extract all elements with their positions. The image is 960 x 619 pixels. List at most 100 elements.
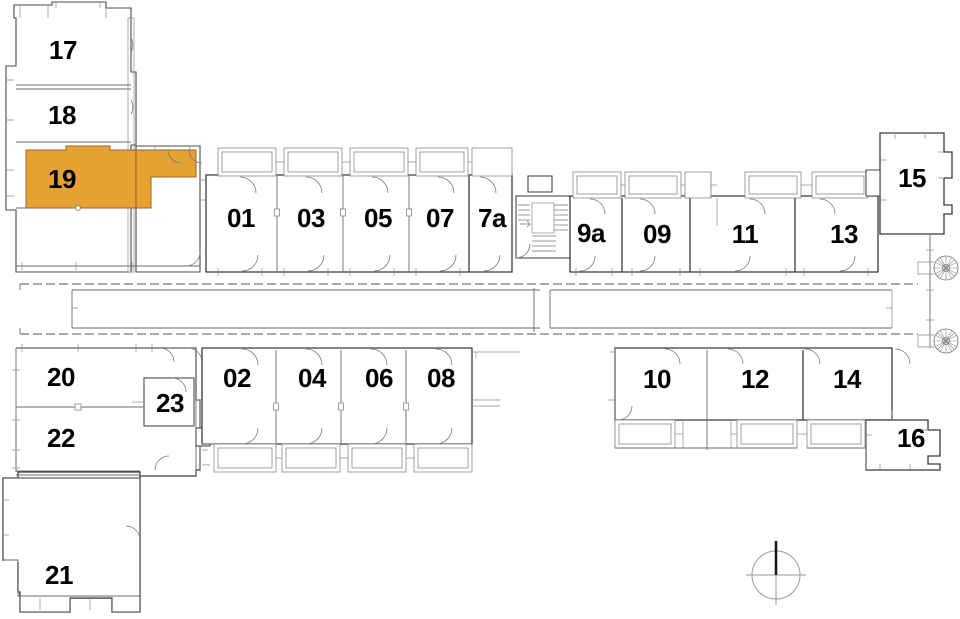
door-swing-19-bottom: [185, 251, 201, 267]
door-swing-01-top: [239, 176, 257, 194]
bay-02-inner: [217, 447, 273, 469]
door-swing-lowerleft-mid: [154, 455, 170, 471]
bay-13-inner: [815, 175, 865, 195]
room-label-22: 22: [47, 423, 75, 453]
upper-right-bottom-nodes: [575, 268, 869, 276]
wall-node-02-04: [273, 402, 279, 411]
upper-left-right-wall-detail: [127, 17, 135, 273]
room-16-wall-details: [866, 429, 928, 470]
room-label-21: 21: [45, 560, 73, 590]
door-swing-21: [125, 525, 141, 541]
bay-10-inner: [618, 423, 672, 445]
room-label-15: 15: [898, 163, 926, 193]
wall-between-17-18: [16, 84, 131, 90]
bay-05-inner: [353, 151, 405, 173]
stair-steps-bottom: [532, 235, 556, 252]
door-swing-10-top: [664, 348, 681, 365]
bay-mid: [684, 171, 712, 199]
upper-center-outer-wall: [205, 174, 513, 273]
upper-left-bottom-nodes: [21, 262, 133, 270]
central-stairwell: [515, 175, 571, 259]
bay-01-inner: [221, 151, 273, 173]
door-swing-11-bottom: [734, 255, 751, 272]
room-label-14: 14: [833, 364, 862, 394]
bay-03-inner: [287, 151, 339, 173]
room-16-outline: [865, 419, 941, 471]
bay-7a: [471, 147, 513, 177]
wing-upper-right: [569, 171, 879, 276]
door-swing-11-top: [749, 198, 766, 215]
bay-11-inner: [748, 175, 798, 195]
upper-right-bays: [572, 171, 878, 199]
room-label-23: 23: [156, 388, 184, 418]
wall-node-01-03: [274, 208, 280, 217]
room-label-7a: 7a: [478, 203, 507, 233]
upper-left-stub-detail: [154, 146, 206, 201]
room-16-link: [865, 410, 893, 470]
lower-center-left-edge: [202, 443, 214, 466]
wing-room-16: [865, 410, 941, 471]
wall-node-04-06: [338, 402, 344, 411]
room-label-04: 04: [298, 363, 327, 393]
north-compass: [746, 541, 806, 605]
door-swing-13-bottom: [839, 255, 856, 272]
room-19-highlight-overlay: [135, 149, 197, 209]
stair-steps-left: [518, 204, 530, 221]
wall-node-20-22: [74, 403, 82, 411]
room-21-fill: [5, 480, 138, 595]
bay-9a-inner: [576, 175, 618, 195]
bay-09-inner: [628, 175, 678, 195]
door-swing-18: [130, 99, 134, 115]
stair-landing-top: [527, 175, 553, 193]
lower-center-bays: [213, 443, 473, 473]
stair-arrow: [520, 220, 531, 228]
room-label-05: 05: [364, 203, 392, 233]
door-swing-12-top: [727, 348, 744, 365]
wall-node-03-05: [340, 208, 346, 217]
room-label-02: 02: [223, 363, 251, 393]
door-swing-05-top: [371, 176, 389, 194]
stair-outer: [515, 195, 571, 259]
spiral-lower-access: [917, 334, 934, 348]
bay-04-inner: [285, 447, 337, 469]
spiral-stair-lower: [917, 328, 959, 354]
door-swing-7a-bottom: [483, 254, 501, 272]
door-swing-16-top: [894, 348, 911, 365]
corridor-left: [19, 283, 540, 335]
room-21-left-notch: [3, 499, 9, 536]
door-swing-20-top: [159, 347, 175, 363]
corridor-left-walls: [71, 289, 540, 329]
room-label-10: 10: [643, 364, 671, 394]
lower-left-left-nodes: [12, 369, 20, 469]
door-swing-05-bottom: [373, 254, 391, 272]
upper-left-left-notch: [6, 79, 14, 197]
bay-08-inner: [417, 447, 469, 469]
wing-upper-left: [5, 1, 206, 273]
door-swing-01-bottom: [241, 254, 259, 272]
door-swing-9a-bottom: [579, 255, 596, 272]
room-label-11: 11: [732, 219, 759, 249]
wing-lower-center: [201, 347, 520, 473]
room-label-06: 06: [365, 363, 393, 393]
wing-lower-left: [2, 344, 211, 613]
wall-node-06-08: [403, 402, 409, 411]
room-label-9a: 9a: [577, 218, 606, 248]
room-15-wall-details: [880, 133, 944, 201]
wing-room-15: [865, 132, 953, 235]
room-label-17: 17: [49, 35, 77, 65]
door-swing-13-top: [819, 198, 836, 215]
room-label-07: 07: [426, 203, 454, 233]
room-label-20: 20: [47, 362, 75, 392]
room-label-12: 12: [741, 364, 769, 394]
door-swing-02-top: [241, 348, 259, 366]
corridor-right-tick: [886, 290, 893, 328]
door-swing-09-bottom: [639, 255, 656, 272]
lower-right-bays: [614, 419, 866, 449]
wing-upper-center: [205, 147, 513, 276]
room-label-08: 08: [427, 363, 455, 393]
spiral-upper-access: [917, 261, 934, 275]
room-label-01: 01: [227, 203, 255, 233]
room-labels: 17 18 19 01 03 05 07 7a 9a 09 11 13 15 2…: [45, 35, 926, 590]
